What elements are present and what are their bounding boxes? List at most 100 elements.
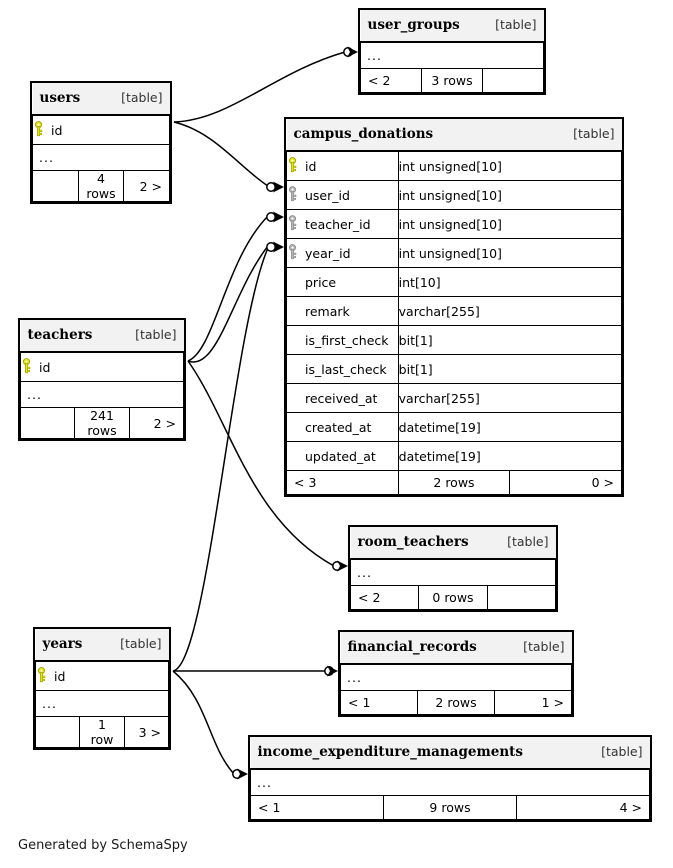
table-campus_donations-column-type: datetime[19] — [397, 412, 623, 442]
table-room_teachers-more-columns-row[interactable]: ... — [350, 558, 556, 586]
table-income_expenditure_managements-grid: income_expenditure_managements[table]...… — [250, 737, 650, 820]
table-node-income_expenditure_managements[interactable]: income_expenditure_managements[table]...… — [248, 735, 652, 822]
table-campus_donations-column-type: int unsigned[10] — [397, 150, 623, 181]
crows-foot-arrow-icon — [273, 211, 284, 223]
table-financial_records-parents-count[interactable]: < 1 — [340, 690, 418, 715]
table-users-parents-count[interactable] — [32, 170, 79, 202]
table-users-column-row[interactable]: id — [32, 114, 170, 145]
table-campus_donations-type-tag: [table] — [573, 126, 615, 141]
table-users-children-count[interactable]: 2 > — [123, 170, 170, 202]
table-campus_donations-column-type: int[10] — [397, 267, 623, 297]
table-campus_donations-column-row[interactable]: price int[10] — [286, 267, 623, 297]
table-teachers-more-columns-row[interactable]: ... — [20, 381, 184, 408]
table-income_expenditure_managements-row-count: 9 rows — [383, 795, 517, 820]
no-key-spacer-icon — [287, 331, 298, 350]
table-financial_records-more-columns-row[interactable]: ... — [340, 663, 572, 691]
table-campus_donations-column-row[interactable]: created_at datetime[19] — [286, 412, 623, 442]
table-user_groups-more-columns-row[interactable]: ... — [360, 41, 544, 69]
table-teachers-row-count: 241 rows — [74, 407, 130, 439]
table-income_expenditure_managements-more-columns-row[interactable]: ... — [250, 768, 650, 796]
table-teachers-ellipsis: ... — [20, 381, 184, 408]
table-financial_records-type-tag: [table] — [523, 639, 565, 654]
table-years-title: years — [42, 636, 83, 652]
table-financial_records-title: financial_records — [347, 639, 477, 655]
table-income_expenditure_managements-title: income_expenditure_managements — [257, 744, 524, 760]
table-campus_donations-column-type: bit[1] — [397, 354, 623, 384]
table-room_teachers-parents-count[interactable]: < 2 — [349, 585, 420, 610]
table-teachers-type-tag: [table] — [135, 327, 177, 342]
crows-foot-arrow-icon — [337, 560, 348, 572]
table-years-row-count: 1 row — [79, 716, 125, 748]
table-users-header: users[table] — [32, 83, 170, 116]
table-years-column-name: id — [54, 668, 66, 684]
table-income_expenditure_managements-parents-count[interactable]: < 1 — [250, 795, 384, 820]
table-user_groups-children-count[interactable] — [482, 68, 544, 93]
table-room_teachers-children-count[interactable] — [486, 585, 557, 610]
table-users-ellipsis: ... — [32, 144, 170, 171]
table-teachers-column-row[interactable]: id — [20, 351, 184, 382]
table-users-more-columns-row[interactable]: ... — [32, 144, 170, 171]
table-campus_donations-children-count[interactable]: 0 > — [509, 470, 622, 495]
table-income_expenditure_managements-header: income_expenditure_managements[table] — [250, 737, 650, 770]
table-user_groups-parents-count[interactable]: < 2 — [360, 68, 422, 93]
table-financial_records-children-count[interactable]: 1 > — [494, 690, 572, 715]
table-teachers-column-name: id — [39, 359, 51, 375]
cardinality-zero-circle — [266, 242, 276, 252]
relationship-users-to-campus_donations — [173, 121, 269, 187]
table-years-children-count[interactable]: 3 > — [123, 716, 170, 748]
crows-foot-arrow-icon — [327, 665, 338, 677]
table-years-more-columns-row[interactable]: ... — [35, 690, 169, 717]
table-campus_donations-column-row[interactable]: is_last_check bit[1] — [286, 354, 623, 384]
table-room_teachers-type-tag: [table] — [507, 534, 549, 549]
table-campus_donations-column-type: datetime[19] — [397, 441, 623, 471]
table-campus_donations-column-name: remark — [305, 303, 350, 319]
table-campus_donations-row-count: 2 rows — [397, 470, 511, 495]
table-room_teachers-header: room_teachers [table] — [350, 527, 556, 560]
table-room_teachers-title: room_teachers — [357, 534, 469, 550]
table-users-type-tag: [table] — [121, 90, 163, 105]
table-years-parents-count[interactable] — [34, 716, 81, 748]
table-campus_donations-header: campus_donations[table] — [286, 119, 622, 152]
table-campus_donations-column-name: created_at — [305, 419, 372, 435]
relationship-teachers-to-campus_donations — [187, 215, 269, 362]
crows-foot-arrow-icon — [273, 181, 284, 193]
cardinality-zero-circle — [232, 769, 242, 779]
no-key-spacer-icon — [287, 418, 298, 437]
foreign-key-icon — [287, 214, 298, 234]
table-campus_donations-parents-count[interactable]: < 3 — [286, 470, 399, 495]
no-key-spacer-icon — [287, 389, 298, 408]
table-income_expenditure_managements-children-count[interactable]: 4 > — [516, 795, 650, 820]
table-campus_donations-column-name: is_last_check — [305, 361, 387, 377]
table-campus_donations-column-name: price — [305, 274, 337, 290]
primary-key-icon — [287, 156, 298, 176]
cardinality-zero-circle — [266, 212, 276, 222]
table-teachers-parents-count[interactable] — [19, 407, 76, 439]
table-years-ellipsis: ... — [35, 690, 169, 717]
table-years-header: years[table] — [35, 629, 169, 662]
crows-foot-arrow-icon — [237, 768, 248, 780]
table-years-column-row[interactable]: id — [35, 660, 169, 691]
table-teachers-children-count[interactable]: 2 > — [128, 407, 185, 439]
